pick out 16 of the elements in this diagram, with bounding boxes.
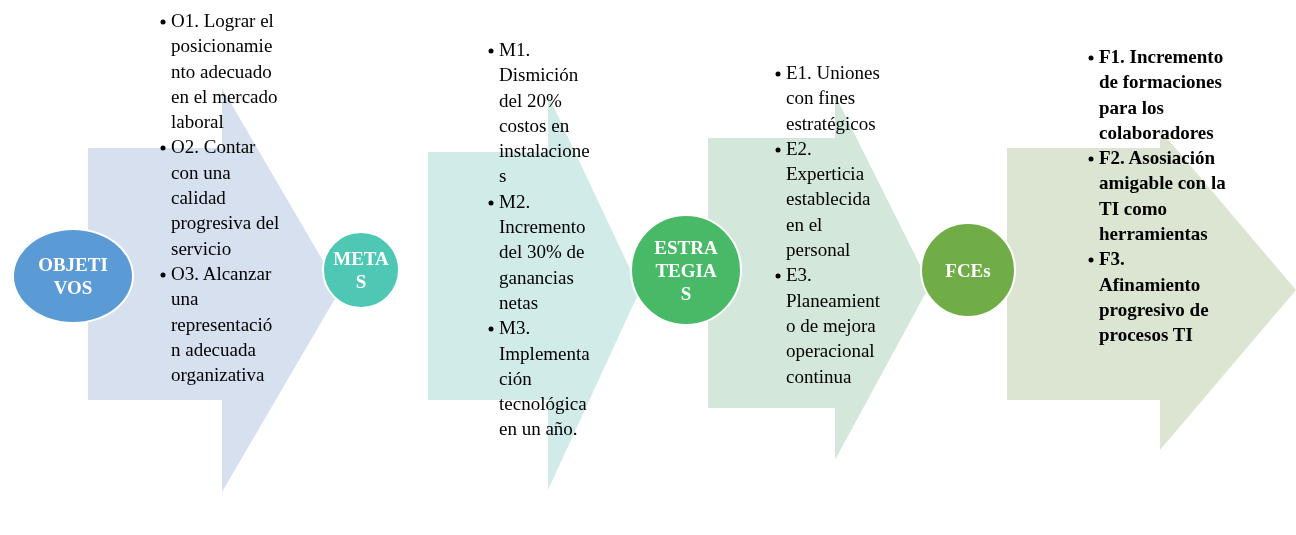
bullet-text: O3. Alcanzar una representación adecuada organizativa — [171, 261, 274, 388]
bullet-text: E1. Uniones con fines estratégicos — [786, 61, 881, 136]
bullet-text: E2. Experticia establecida en el personal — [786, 136, 872, 263]
bullet-text: M3. Implementación tecnológica en un año. — [499, 316, 591, 442]
bullet-text: F1. Incremento de formaciones para los colaboradores — [1099, 45, 1225, 145]
circle-label: ESTRATEGIAS — [630, 214, 742, 326]
circle-label: METAS — [322, 231, 400, 309]
bullet-text: F3. Afinamiento progresivo de procesos TI — [1099, 247, 1210, 348]
circle-label: FCEs — [920, 222, 1016, 318]
bullet-text: M2. Incremento del 30% de ganancias netas — [499, 189, 587, 315]
circle-label: OBJETIVOS — [12, 228, 134, 324]
bullet-text: O2. Contar con una calidad progresiva del servicio — [171, 135, 281, 261]
bullet-text: F2. Asosiación amigable con la TI como herramientas — [1099, 146, 1227, 247]
bullet-text: O1. Lograr el posicionamiento adecuado en el mercado laboral — [171, 9, 279, 135]
bullet-text: M1. Dismición del 20% costos en instalaciones — [499, 38, 591, 189]
bullet-text: E3. Planeamiento de mejora operacional continua — [786, 263, 881, 389]
